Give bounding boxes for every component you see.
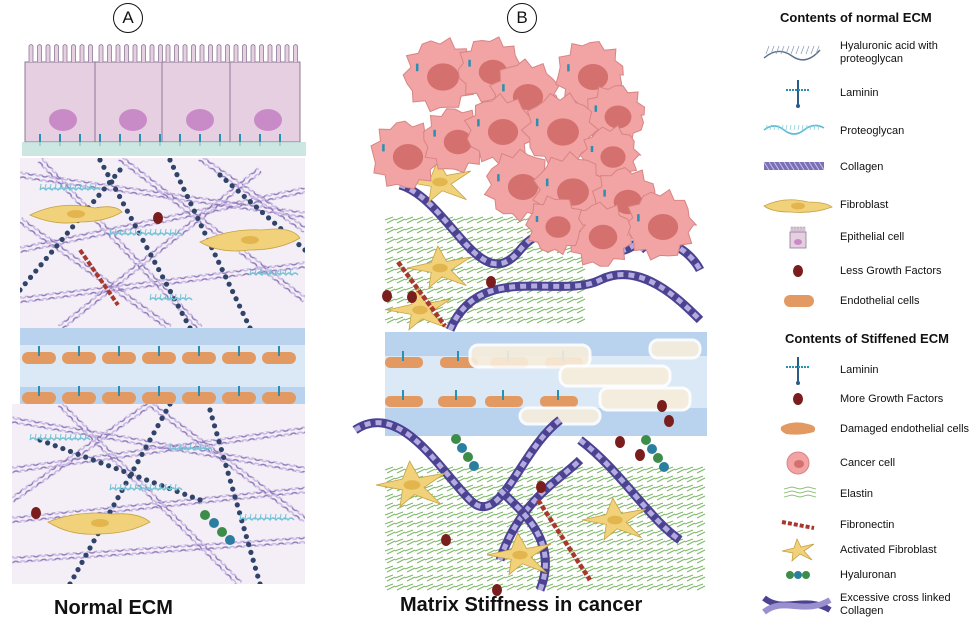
legend-item: Elastin [760,479,980,509]
normal-blood-vessel [20,328,305,404]
legend-item: Activated Fibroblast [760,535,980,565]
legend-item: Proteoglycan [760,116,980,146]
legend-icon-box [760,222,836,252]
legend-label: Endothelial cells [840,294,920,307]
legend-icon-box [760,384,836,414]
legend-icon-box [760,510,836,540]
legend-label: Proteoglycan [840,124,905,137]
laminin-icon [786,80,810,108]
legend-label: Excessive cross linked Collagen [840,592,951,617]
legend-label: Cancer cell [840,456,896,469]
legend-label: Hyaluronan [840,568,897,581]
legend-label: Fibroblast [840,198,889,211]
legend-label: Collagen [840,160,884,173]
legend-item: Endothelial cells [760,286,980,316]
legend-label: Activated Fibroblast [840,543,937,556]
legend-item: Damaged endothelial cells [760,414,980,444]
legend-label: Fibronectin [840,518,895,531]
legend-item: Cancer cell [760,448,980,478]
legend-item: Hyaluronan [760,560,980,590]
damaged-endothelial-icon [780,422,816,435]
legend-item: Excessive cross linked Collagen [760,590,980,620]
legend-item: Laminin [760,78,980,108]
legend-icon-box [760,286,836,316]
legend-item: Epithelial cell [760,222,980,252]
activated-fibroblast-icon [781,537,815,562]
normal-growth-factors [31,212,163,519]
legend-item: Fibroblast [760,190,980,220]
normal-matrix-lower [12,404,305,584]
stiff-hyaluronan [451,434,669,472]
normal-fibronectin [78,248,120,307]
legend-icon-box [760,116,836,146]
legend-item: Fibronectin [760,510,980,540]
fibroblast-icon [763,199,833,213]
growth-factor-icon [793,265,803,277]
legend-icon-box [760,152,836,182]
growth-factor-icon [793,393,803,405]
cancer-ecm-caption: Matrix Stiffness in cancer [400,594,643,616]
epithelial-layer [22,44,306,156]
stiff-legend-title: Contents of Stiffened ECM [785,331,949,346]
legend-label: Elastin [840,487,874,500]
legend-icon-box [760,355,836,385]
hyaluronan-icon [786,571,810,579]
cancer-cell-icon [786,451,810,475]
legend-icon-box [760,479,836,509]
panel-a-label: A [113,3,143,33]
legend-label: Damaged endothelial cells [840,422,970,435]
damaged-blood-vessel [385,332,707,436]
normal-ecm-caption: Normal ECM [54,597,173,619]
legend-label: Hyaluronic acid with proteoglycan [840,40,938,65]
legend-label: Less Growth Factors [840,264,942,277]
crosslinked-collagen-icon [762,595,832,615]
fibronectin-strands [396,260,592,582]
legend-label: Laminin [840,86,879,99]
activated-fibroblasts [375,159,647,576]
collagen-icon [763,161,825,171]
elastin-icon [783,486,817,498]
legend-icon-box [760,256,836,286]
legend-label: Laminin [840,363,879,376]
legend-icon-box [760,414,836,444]
epithelial-cell-icon [789,226,807,249]
legend-item: Laminin [760,355,980,385]
normal-hyaluronan [200,510,235,545]
legend-icon-box [760,78,836,108]
tumor-mass [370,36,698,267]
normal-ecm-illustration [12,44,306,584]
legend-icon-box [760,590,836,620]
legend-icon-box [760,38,836,68]
legend-icon-box [760,535,836,565]
legend-icon-box [760,190,836,220]
fibronectin-icon [781,520,815,530]
legend-item: More Growth Factors [760,384,980,414]
legend-icon-box [760,448,836,478]
normal-fibroblasts [29,204,301,535]
legend-label: Epithelial cell [840,230,905,243]
proteoglycan-icon [763,124,825,135]
stiff-growth-factors [382,276,674,596]
laminin-icon [786,357,810,385]
legend-item: Less Growth Factors [760,256,980,286]
legend-item: Hyaluronic acid with proteoglycan [760,38,980,68]
legend-item: Collagen [760,152,980,182]
legend-icon-box [760,560,836,590]
panel-b-label: B [507,3,537,33]
stiffened-ecm-illustration [352,36,707,596]
legend-label: More Growth Factors [840,392,944,405]
hyaluronic-acid-icon [763,45,821,61]
normal-legend-title: Contents of normal ECM [780,10,932,25]
endothelial-cell-icon [784,295,814,307]
